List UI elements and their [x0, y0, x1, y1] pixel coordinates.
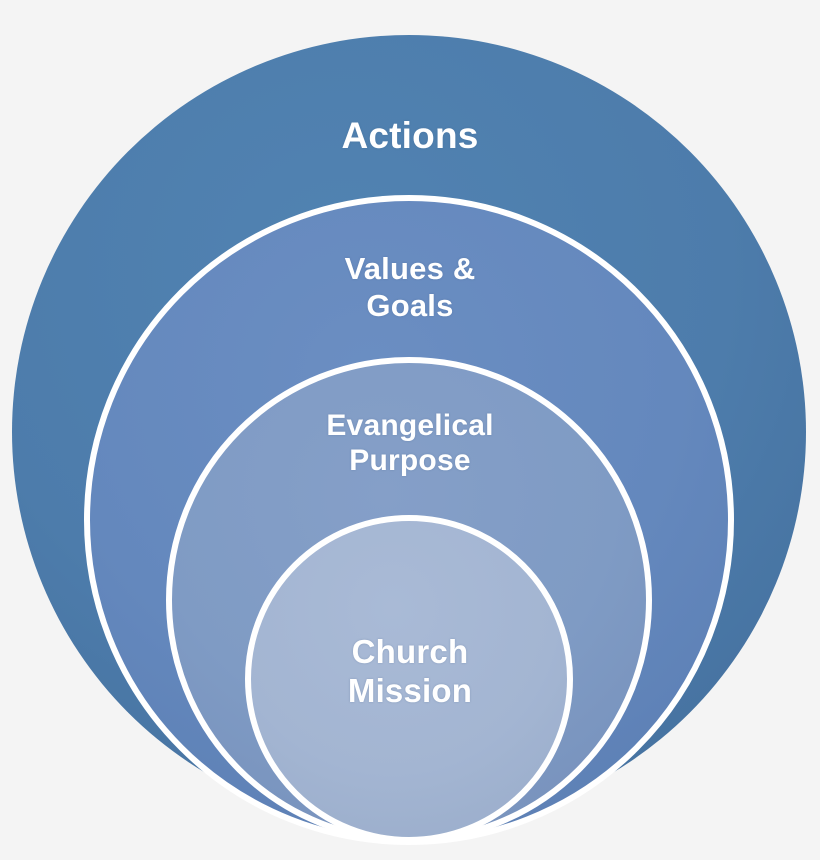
ring-label-actions: Actions: [341, 115, 479, 156]
ring-circle-church-mission[interactable]: [245, 515, 573, 843]
ring-label-church-mission: Church Mission: [347, 633, 473, 709]
ring-label-evangelical-purpose: Evangelical Purpose: [326, 409, 494, 478]
ring-label-values-goals: Values & Goals: [344, 251, 476, 323]
